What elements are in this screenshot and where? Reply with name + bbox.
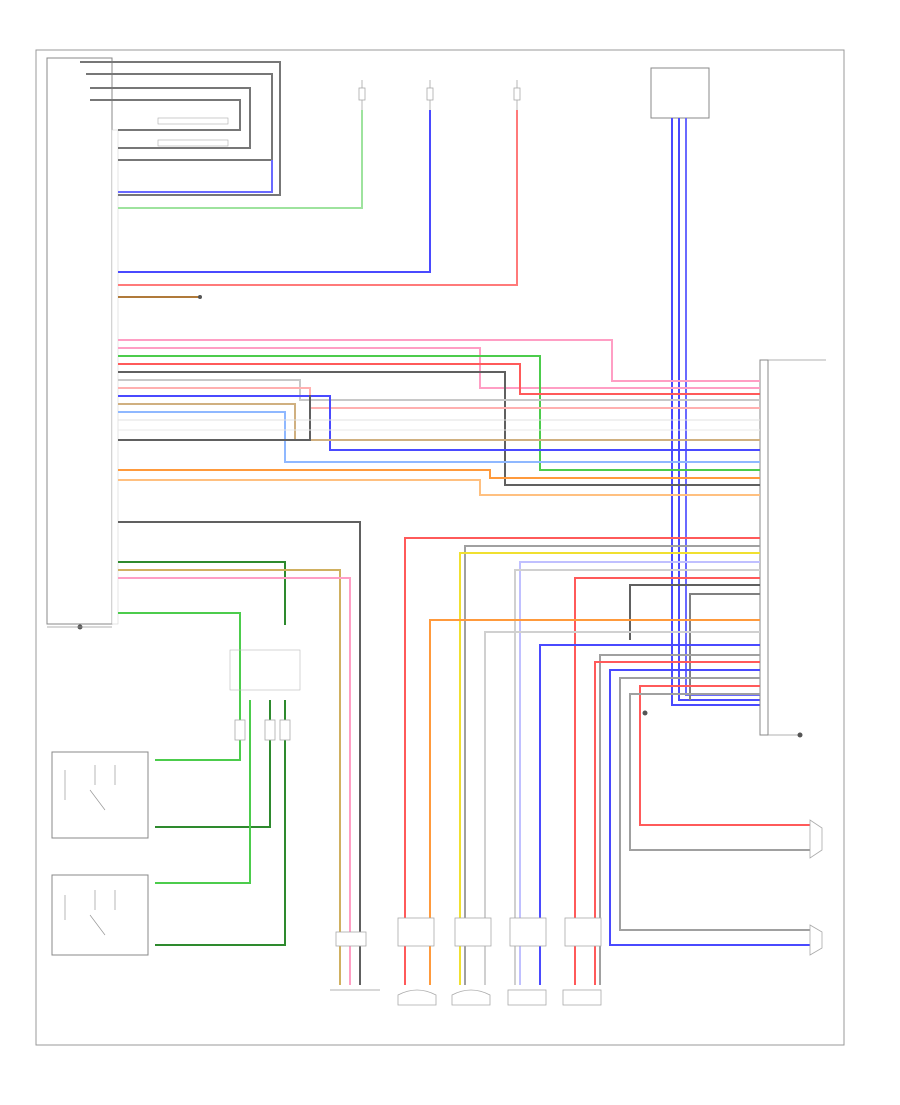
fuse-3 <box>513 80 521 110</box>
radio-top-loop <box>80 61 281 196</box>
fuse-1 <box>358 80 366 110</box>
fuse-2 <box>426 80 434 110</box>
left-front-speaker <box>451 989 491 1006</box>
right-rear-speaker <box>809 819 823 859</box>
diagram-border <box>35 49 845 1046</box>
amplifier <box>759 359 769 736</box>
left-tweeter <box>507 989 547 1006</box>
amp-shield-ground <box>642 710 648 716</box>
amplifier-ground-point <box>797 732 803 738</box>
amplifier-feed <box>671 118 760 706</box>
bottom-connectors <box>335 917 602 947</box>
speaker-wires <box>404 537 810 985</box>
steering-switch-wires <box>118 521 361 985</box>
fuse-group <box>358 67 710 119</box>
radio-amp-bus <box>118 339 760 496</box>
left-steering-switch <box>51 874 149 956</box>
right-steering-switch <box>51 751 149 839</box>
right-front-speaker <box>397 989 437 1006</box>
radio-connector-strip <box>111 129 119 625</box>
radio-unit <box>46 57 113 625</box>
right-tweeter <box>562 989 602 1006</box>
fuse-feed-wires <box>118 110 518 299</box>
fuse-4 <box>650 67 710 119</box>
left-rear-speaker <box>809 924 823 956</box>
